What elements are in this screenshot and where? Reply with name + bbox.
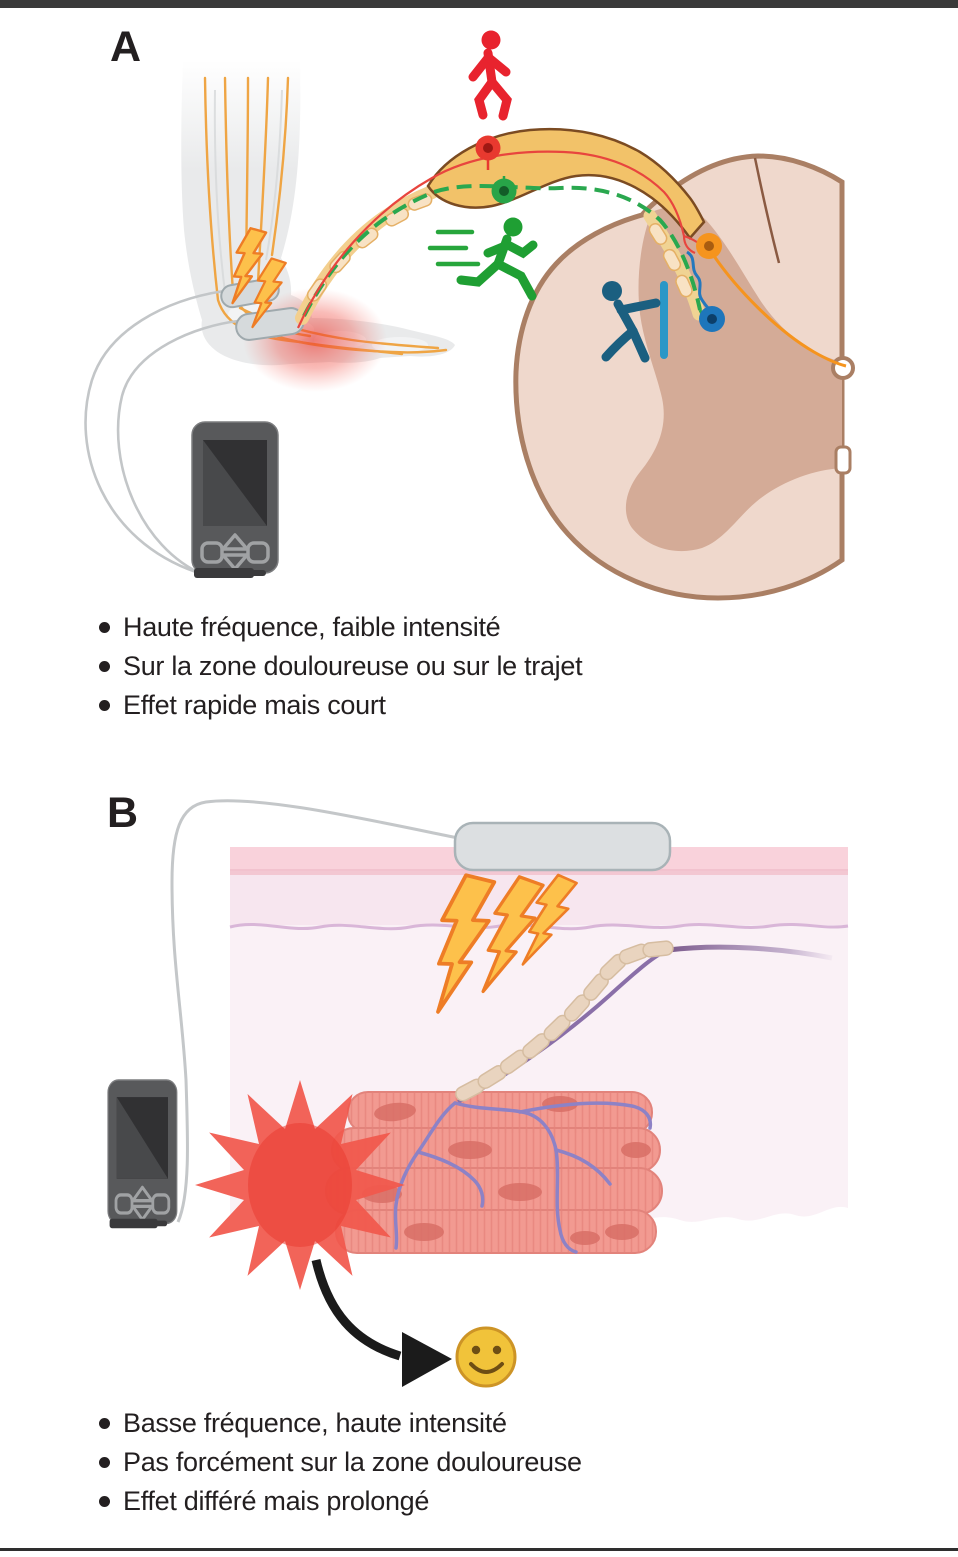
motor-nerve-branches [393, 1101, 653, 1254]
running-person-icon [427, 217, 538, 301]
bullet-item: Effet rapide mais court [99, 686, 582, 725]
panel-b-bullets: Basse fréquence, haute intensité Pas for… [99, 1404, 582, 1521]
speed-lines [427, 229, 481, 267]
gate-bar [660, 281, 668, 359]
inhibitory-interneuron [686, 250, 725, 332]
electrode-wire [170, 799, 459, 1223]
top-rule [0, 0, 958, 8]
projection-neuron [696, 233, 847, 368]
panel-a-illustration [84, 30, 855, 601]
bullet-item: Effet différé mais prolongé [99, 1482, 582, 1521]
panel-b-label: B [107, 789, 139, 837]
bullet-item: Haute fréquence, faible intensité [99, 608, 582, 647]
panel-a-bullets: Haute fréquence, faible intensité Sur la… [99, 608, 583, 725]
walking-person-icon [468, 30, 512, 121]
tens-device [190, 420, 280, 580]
bullet-item: Sur la zone douloureuse ou sur le trajet [99, 647, 583, 686]
pain-burst [195, 1080, 405, 1290]
posterior-fissure [753, 157, 781, 264]
tens-device [106, 1078, 179, 1230]
smiley-face-icon [455, 1326, 517, 1388]
panel-a-label: A [110, 23, 142, 71]
electrode-pad [453, 821, 672, 872]
panel-b-illustration [106, 799, 849, 1388]
electrode-wires [84, 289, 239, 577]
central-canal [831, 356, 855, 380]
gate-control-person-icon [601, 281, 668, 363]
curved-arrow [311, 1258, 452, 1387]
myelinated-nerve-fiber [455, 940, 833, 1104]
bottom-rule [0, 1548, 958, 1551]
bullet-item: Pas forcément sur la zone douloureuse [99, 1443, 582, 1482]
dorsal-root-entry [643, 209, 706, 321]
bullet-item: Basse fréquence, haute intensité [99, 1404, 582, 1443]
red-neuron-soma [475, 135, 501, 170]
muscle-nuclei [362, 1096, 651, 1245]
green-neuron-soma [491, 176, 517, 204]
